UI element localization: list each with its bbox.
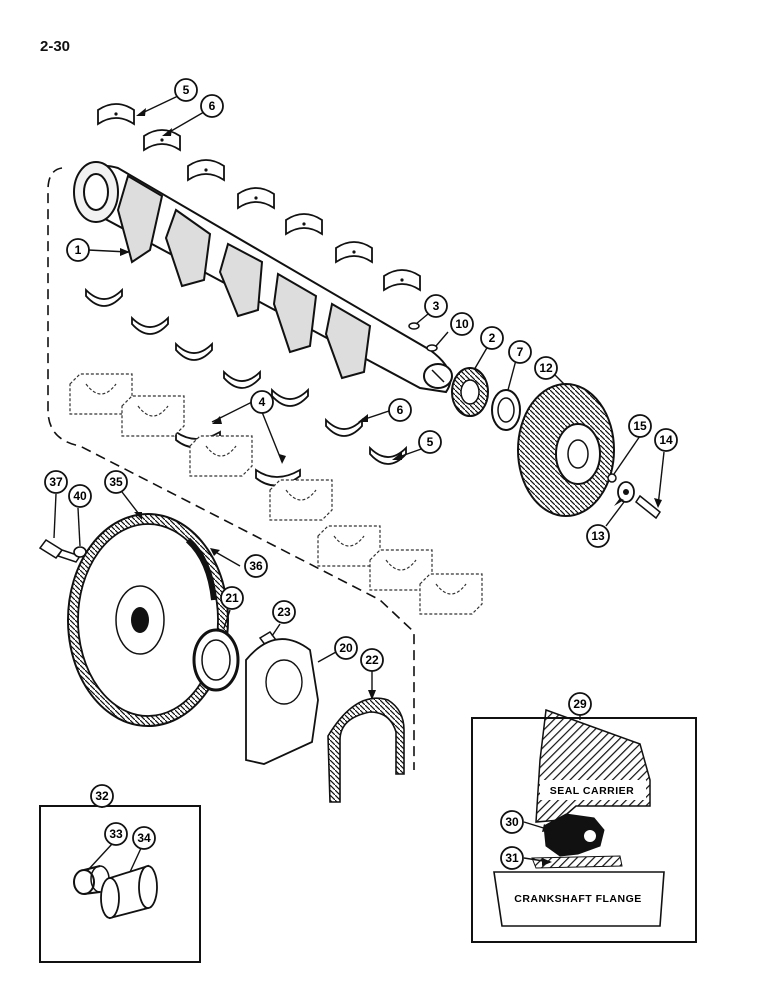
svg-text:31: 31 (505, 851, 519, 865)
callout-6-lower: 6 (388, 398, 412, 422)
callout-30: 30 (500, 810, 524, 834)
svg-text:12: 12 (539, 361, 553, 375)
callout-20: 20 (334, 636, 358, 660)
callout-4: 4 (250, 390, 274, 414)
svg-text:34: 34 (137, 831, 151, 845)
svg-text:35: 35 (109, 475, 123, 489)
seal-carrier-label: SEAL CARRIER (550, 785, 635, 797)
callout-14: 14 (654, 428, 678, 452)
svg-text:23: 23 (277, 605, 291, 619)
callout-2: 2 (480, 326, 504, 350)
callout-13: 13 (586, 524, 610, 548)
svg-text:33: 33 (109, 827, 123, 841)
crankshaft-flange-section (493, 871, 665, 927)
svg-text:22: 22 (365, 653, 379, 667)
bolt-14 (634, 494, 662, 520)
svg-text:14: 14 (659, 433, 673, 447)
crankshaft (73, 161, 453, 394)
bearing-34 (100, 864, 158, 920)
callout-33: 33 (104, 822, 128, 846)
svg-text:21: 21 (225, 591, 239, 605)
key-3 (408, 322, 420, 330)
seal-carrier-plate (245, 638, 319, 765)
svg-text:37: 37 (49, 475, 63, 489)
retainer-13 (617, 481, 635, 503)
callout-6-upper: 6 (200, 94, 224, 118)
callout-12: 12 (534, 356, 558, 380)
leader-lines (53, 95, 665, 873)
callout-29: 29 (568, 692, 592, 716)
svg-text:3: 3 (433, 299, 440, 313)
callout-32: 32 (90, 784, 114, 808)
callout-3: 3 (424, 294, 448, 318)
washer-15 (607, 473, 617, 483)
callout-22: 22 (360, 648, 384, 672)
svg-text:5: 5 (427, 435, 434, 449)
callout-5-lower: 5 (418, 430, 442, 454)
svg-text:2: 2 (489, 331, 496, 345)
svg-text:7: 7 (517, 345, 524, 359)
gasket-22 (327, 697, 405, 803)
svg-text:32: 32 (95, 789, 109, 803)
callout-23: 23 (272, 600, 296, 624)
callout-5-upper: 5 (174, 78, 198, 102)
crankshaft-gear (451, 367, 489, 417)
svg-text:1: 1 (75, 243, 82, 257)
bushing-33 (73, 865, 110, 895)
callout-34: 34 (132, 826, 156, 850)
callout-35: 35 (104, 470, 128, 494)
callout-36: 36 (244, 554, 268, 578)
callout-1: 1 (66, 238, 90, 262)
key-10 (426, 344, 438, 352)
svg-text:4: 4 (259, 395, 266, 409)
callout-10: 10 (450, 312, 474, 336)
leader-arrows (120, 108, 662, 866)
rear-seal (192, 628, 240, 692)
svg-text:29: 29 (573, 697, 587, 711)
svg-text:36: 36 (249, 559, 263, 573)
callout-21: 21 (220, 586, 244, 610)
callout-40: 40 (68, 484, 92, 508)
svg-text:5: 5 (183, 83, 190, 97)
callout-37: 37 (44, 470, 68, 494)
flywheel (67, 513, 229, 727)
svg-text:30: 30 (505, 815, 519, 829)
svg-text:10: 10 (455, 317, 469, 331)
svg-text:40: 40 (73, 489, 87, 503)
assembly-bracket (47, 167, 415, 770)
front-seal (491, 389, 521, 431)
wear-sleeve-section (531, 855, 623, 869)
callout-7: 7 (508, 340, 532, 364)
callout-15: 15 (628, 414, 652, 438)
vibration-damper (517, 383, 615, 517)
svg-text:20: 20 (339, 641, 353, 655)
lip-seal-section (543, 813, 605, 857)
callout-31: 31 (500, 846, 524, 870)
svg-text:13: 13 (591, 529, 605, 543)
crankshaft-flange-label: CRANKSHAFT FLANGE (514, 893, 642, 905)
svg-text:6: 6 (397, 403, 404, 417)
svg-text:6: 6 (209, 99, 216, 113)
page-number: 2-30 (40, 38, 71, 55)
svg-text:15: 15 (633, 419, 647, 433)
